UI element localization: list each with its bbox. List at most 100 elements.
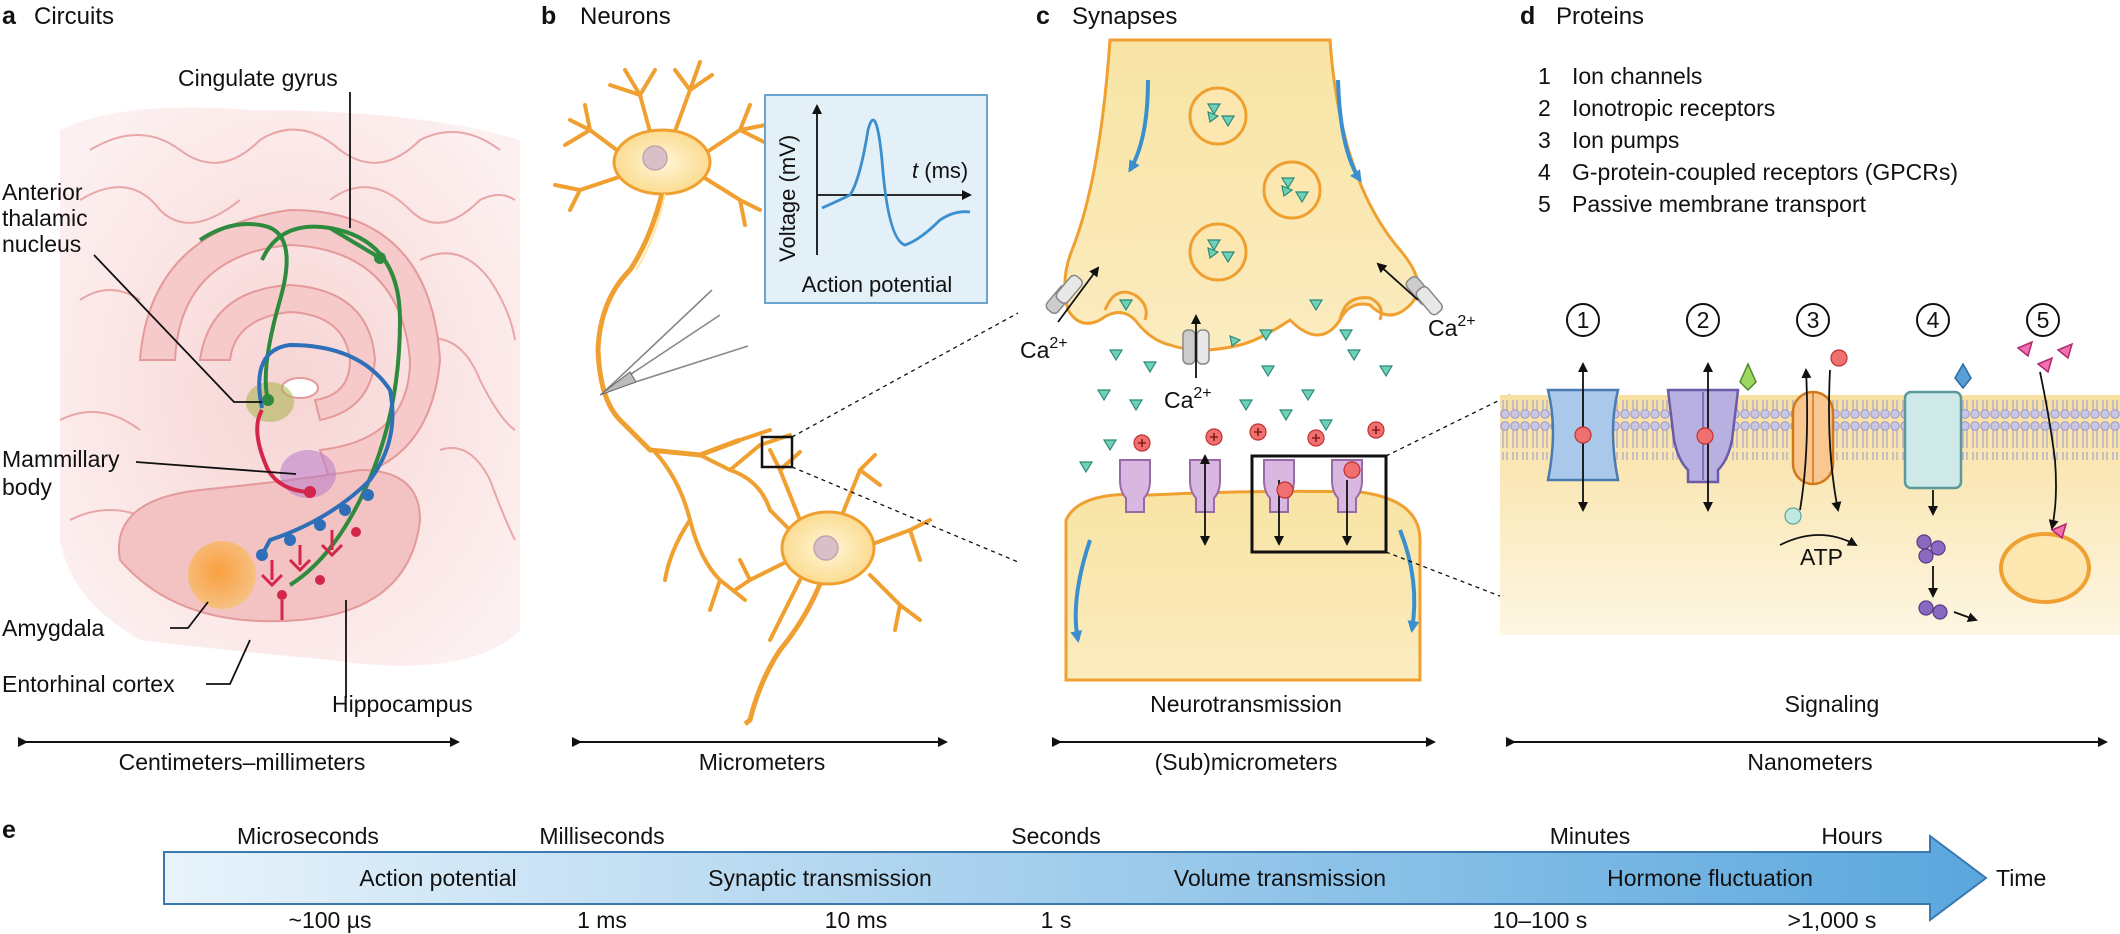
ca-label-2-base: Ca xyxy=(1164,387,1194,413)
action-potential-inset xyxy=(764,94,988,304)
panel-d-letter: d xyxy=(1520,2,1535,30)
ca-label-1-sup: 2+ xyxy=(1049,335,1067,352)
flow-arrow-2 xyxy=(1336,79,1362,183)
receptor-bound-ions xyxy=(1276,461,1361,499)
panel-a: a Circuits xyxy=(2,2,520,775)
axon-highlight xyxy=(635,193,666,271)
atp-label: ATP xyxy=(1800,544,1843,570)
panel-b: b Neurons xyxy=(541,2,1019,775)
label-anterior-1: Anterior xyxy=(2,179,83,205)
label-hippocampus: Hippocampus xyxy=(332,691,473,717)
list-text-3: Ion pumps xyxy=(1572,127,1679,153)
inset-caption: Action potential xyxy=(802,272,952,297)
green-pathway-2 xyxy=(260,224,403,587)
bottom-label-10ms: 10 ms xyxy=(825,907,888,933)
ca-label-1-base: Ca xyxy=(1020,337,1050,363)
mammillary-body-blob xyxy=(280,450,336,498)
top-label-seconds: Seconds xyxy=(1011,823,1101,849)
panel-b-letter: b xyxy=(541,2,556,30)
calcium-arrows xyxy=(1057,262,1419,378)
flow-arrow-4 xyxy=(1398,529,1420,633)
action-potential-trace xyxy=(821,118,971,247)
bottom-label-1ms: 1 ms xyxy=(577,907,627,933)
neuron-1-axon xyxy=(595,193,741,458)
cation-plus-signs xyxy=(1138,426,1380,447)
circle-num-4: 4 xyxy=(1927,307,1940,333)
mid-label-hormone-fluctuation: Hormone fluctuation xyxy=(1607,865,1813,891)
neuron-2-axon xyxy=(743,583,823,726)
postsynaptic-terminal xyxy=(1064,489,1422,682)
bottom-label-100us: ~100 µs xyxy=(289,907,372,933)
cation-ions xyxy=(1133,421,1385,452)
ca-label-3-base: Ca xyxy=(1428,315,1458,341)
scale-label-c: (Sub)micrometers xyxy=(1155,749,1338,775)
mid-label-volume-transmission: Volume transmission xyxy=(1174,865,1386,891)
inset-xlabel: t (ms) xyxy=(912,158,968,183)
inset-xlabel-unit: (ms) xyxy=(918,158,968,183)
list-num-1: 1 xyxy=(1538,63,1551,89)
list-num-3: 3 xyxy=(1538,127,1551,153)
electrode-tip xyxy=(599,371,637,396)
synapse-zoom-box xyxy=(760,435,794,469)
circle-num-5: 5 xyxy=(2037,307,2050,333)
calcium-channels xyxy=(1045,274,1443,365)
green-branch xyxy=(328,226,382,260)
red-node xyxy=(304,486,316,498)
ca-label-2: Ca2+ xyxy=(1164,385,1212,413)
caption-d: Signaling xyxy=(1785,691,1880,717)
gpcr-protein xyxy=(1903,390,1963,490)
caption-c: Neurotransmission xyxy=(1150,691,1342,717)
panel-c-letter: c xyxy=(1036,2,1050,30)
passive-transport-vesicle xyxy=(1999,532,2091,604)
ca-label-3-sup: 2+ xyxy=(1457,313,1475,330)
circle-num-1: 1 xyxy=(1577,307,1590,333)
list-text-5: Passive membrane transport xyxy=(1572,191,1867,217)
top-label-hours: Hours xyxy=(1821,823,1882,849)
brain-folds xyxy=(59,128,516,541)
passive-transport-arrow xyxy=(2039,371,2059,530)
ligand-diamond xyxy=(1739,362,1757,392)
panel-c-title: Synapses xyxy=(1072,3,1177,30)
green-node-1 xyxy=(374,252,386,264)
scale-label-d: Nanometers xyxy=(1747,749,1872,775)
inset-ylabel: Voltage (mV) xyxy=(775,135,800,262)
red-dots xyxy=(277,527,361,600)
label-mammillary-1: Mammillary xyxy=(2,446,120,472)
green-node-2 xyxy=(262,394,274,406)
neuron-axon-branches xyxy=(653,428,792,612)
label-mammillary-2: body xyxy=(2,474,52,500)
ion-pump-ion-out xyxy=(1830,349,1848,367)
flow-arrow-1 xyxy=(1128,79,1150,173)
label-cingulate-gyrus: Cingulate gyrus xyxy=(178,65,338,91)
panel-b-title: Neurons xyxy=(580,3,671,30)
label-anterior-2: thalamic xyxy=(2,205,88,231)
ion-pump-arrow-out xyxy=(1828,369,1842,512)
panel-e: e Microseconds Milliseconds Seconds Minu… xyxy=(2,816,2046,933)
zoom-lines xyxy=(791,312,1019,563)
inset-xlabel-var: t xyxy=(912,158,919,183)
bottom-label-1s: 1 s xyxy=(1041,907,1072,933)
neuron-1-dendrites xyxy=(553,60,772,227)
passive-transport-molecules xyxy=(2016,340,2074,374)
fusing-vesicles xyxy=(1103,290,1383,321)
panel-d: d Proteins 1 Ion channels 2 Ionotropic r… xyxy=(1500,2,2120,775)
protein-list: 1 Ion channels 2 Ionotropic receptors 3 … xyxy=(1538,63,1958,217)
panel-e-letter: e xyxy=(2,816,16,844)
mid-label-action-potential: Action potential xyxy=(359,865,516,891)
bottom-label-10-100s: 10–100 s xyxy=(1493,907,1588,933)
panel-a-leaders xyxy=(93,92,351,698)
label-anterior-3: nucleus xyxy=(2,231,81,257)
protein-number-circles xyxy=(1566,303,2060,337)
top-label-milliseconds: Milliseconds xyxy=(539,823,664,849)
green-pathway-1 xyxy=(198,222,289,401)
ca-label-2-sup: 2+ xyxy=(1193,385,1211,402)
protein-zoom-box xyxy=(1250,454,1388,554)
blue-pathway xyxy=(257,342,395,556)
neurotransmitters-in-vesicles xyxy=(1206,103,1310,264)
passive-transport-inner-molecule xyxy=(2050,522,2068,540)
ca-label-3: Ca2+ xyxy=(1428,313,1476,341)
list-text-4: G-protein-coupled receptors (GPCRs) xyxy=(1572,159,1958,185)
panel-a-letter: a xyxy=(2,2,17,30)
list-num-4: 4 xyxy=(1538,159,1551,185)
